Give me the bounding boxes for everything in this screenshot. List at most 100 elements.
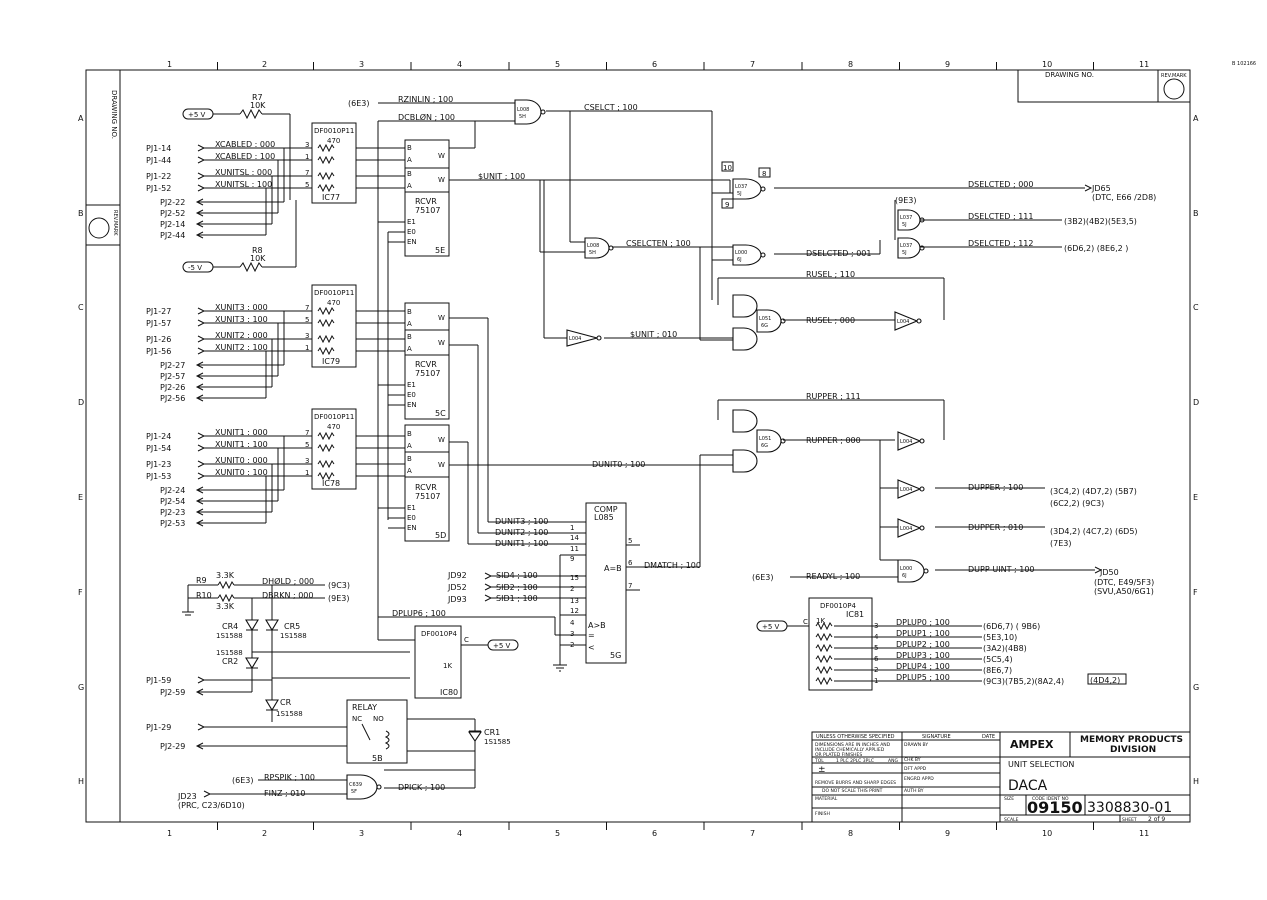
tb-plc: 1 PLC 2PLC 3PLC [836, 758, 874, 764]
svg-text:W: W [438, 176, 445, 184]
svg-text:15: 15 [570, 574, 579, 582]
sig-dplup6: DPLUP6 ; 100 [392, 609, 446, 618]
gate-part: L004 [900, 487, 912, 493]
sig-dupper010: DUPPER ; 010 [968, 523, 1023, 532]
output-arrow [195, 198, 204, 206]
relay-loc: 5B [372, 754, 383, 763]
ic81-output-refs: (5E3,10) [983, 633, 1017, 642]
input-signal-label: XUNITSL : 000 [215, 168, 272, 177]
rcvr-5d-loc: 5D [435, 531, 446, 540]
r8-name: R8 [252, 246, 263, 255]
pack-pin: 1 [305, 469, 309, 477]
pj2-pin-label: PJ2-26 [160, 383, 185, 392]
svg-text:W: W [438, 461, 445, 469]
inverter-bubble [540, 109, 546, 115]
sig-cselct: CSELCT ; 100 [584, 103, 638, 112]
svg-text:11: 11 [570, 545, 579, 553]
ref-9e3: (9E3) [895, 196, 916, 205]
tb-noscale: DO NOT SCALE THIS PRINT [822, 788, 883, 794]
ic81-output-refs: (3A2)(4B8) [983, 644, 1027, 653]
svg-text:EN: EN [407, 401, 417, 409]
inverter-bubble [760, 252, 766, 258]
gate-part: L000 [735, 250, 747, 256]
tb-dims3: OR PLATED FINISHES [815, 752, 862, 758]
row-label-left: F [78, 588, 83, 597]
svg-text:2: 2 [570, 585, 574, 593]
ic81-boxed-ref: (4D4,2) [1090, 676, 1120, 685]
output-arrow [195, 372, 204, 380]
sig-dselcted000: DSELCTED ; 000 [968, 180, 1034, 189]
tb-material: MATERIAL [815, 796, 838, 802]
tb-chk: CHK BY [904, 757, 921, 763]
comp-loc: 5G [610, 651, 621, 660]
sig-dupp-uint: DUPP-UINT ; 100 [968, 565, 1035, 574]
pj1-pin-label: PJ1-27 [146, 307, 171, 316]
ic81-output-signal: DPLUP4 ; 100 [896, 662, 950, 671]
inverter-bubble [376, 784, 382, 790]
row-label-right: A [1193, 114, 1199, 123]
row-label-right: B [1193, 209, 1199, 218]
tb-sheet-of: 2 of 9 [1148, 816, 1165, 823]
tb-spec: UNLESS OTHERWISE SPECIFIED [816, 734, 895, 740]
lower-pin-label: PJ2-59 [160, 688, 185, 697]
input-arrow [197, 676, 206, 684]
r9-value: 3.3K [216, 571, 235, 580]
pj2-pin-label: PJ2-22 [160, 198, 185, 207]
output-arrow [195, 231, 204, 239]
input-arrow [197, 472, 206, 480]
tb-ang: ANG [888, 758, 898, 764]
pj1-pin-label: PJ1-52 [146, 184, 171, 193]
pj1-pin-label: PJ1-56 [146, 347, 171, 356]
gate-l004-6h-rupper [897, 431, 922, 451]
pj2-pin-label: PJ2-53 [160, 519, 185, 528]
r7-supply: +5 V R7 10K [182, 93, 291, 200]
tb-dims1: DIMENSIONS ARE IN INCHES AND [815, 742, 891, 748]
input-arrow [197, 723, 206, 731]
pack-pin: 7 [305, 169, 309, 177]
jd52: JD52 [447, 583, 467, 592]
ic79-value: 470 [327, 299, 340, 307]
svg-text:W: W [438, 152, 445, 160]
ic80-value: 1K [443, 662, 452, 670]
svg-text:6: 6 [628, 559, 633, 567]
gate-part: L004 [897, 319, 909, 325]
ref-dbrkn: (9E3) [328, 594, 349, 603]
tb-code-label: CODE IDENT NO [1032, 796, 1069, 802]
pj1-pin-label: PJ1-24 [146, 432, 171, 441]
svg-text:W: W [438, 436, 445, 444]
tb-scale: SCALE [1004, 817, 1019, 823]
ic81-pack: DF0010P4 [820, 602, 856, 610]
col-label-top: 8 [848, 60, 853, 69]
pack-pin: 7 [305, 429, 309, 437]
output-arrow [195, 486, 204, 494]
sig-dbrkn: DBRKN ; 000 [262, 591, 314, 600]
rcvr-5c-loc: 5C [435, 409, 446, 418]
svg-text:EN: EN [407, 238, 417, 246]
input-signal-label: XUNIT1 : 000 [215, 428, 268, 437]
ic78-resistor-pack: DF0010P11 470 IC78 [311, 408, 357, 490]
pj2-pin-label: PJ2-44 [160, 231, 185, 240]
input-arrow [197, 144, 206, 152]
supply-minus5-label: -5 V [188, 264, 202, 272]
tb-burrs: REMOVE BURRS AND SHARP EDGES [815, 780, 896, 786]
sig-sid4: SID4 ; 100 [496, 571, 538, 580]
output-arrow [195, 742, 204, 750]
gate-part: L037 [900, 243, 912, 249]
svg-text:E0: E0 [407, 228, 416, 236]
ref-jd23: JD23 [177, 792, 197, 801]
tb-engrd: ENGRD APPD [904, 776, 934, 782]
ic81-name: IC81 [846, 610, 864, 619]
sig-dunit1: DUNIT1 ; 100 [495, 539, 548, 548]
svg-text:E1: E1 [407, 218, 416, 226]
input-signal-label: XUNIT0 : 000 [215, 456, 268, 465]
input-signal-label: XCABLED : 000 [215, 140, 275, 149]
pack-resistor [317, 346, 335, 356]
r8-supply: -5 V R8 10K [182, 200, 297, 273]
svg-text:=: = [588, 631, 595, 640]
input-arrow [197, 307, 206, 315]
svg-text:B: B [407, 308, 412, 316]
svg-text:C: C [464, 636, 469, 644]
pack-pin: 3 [305, 457, 309, 465]
